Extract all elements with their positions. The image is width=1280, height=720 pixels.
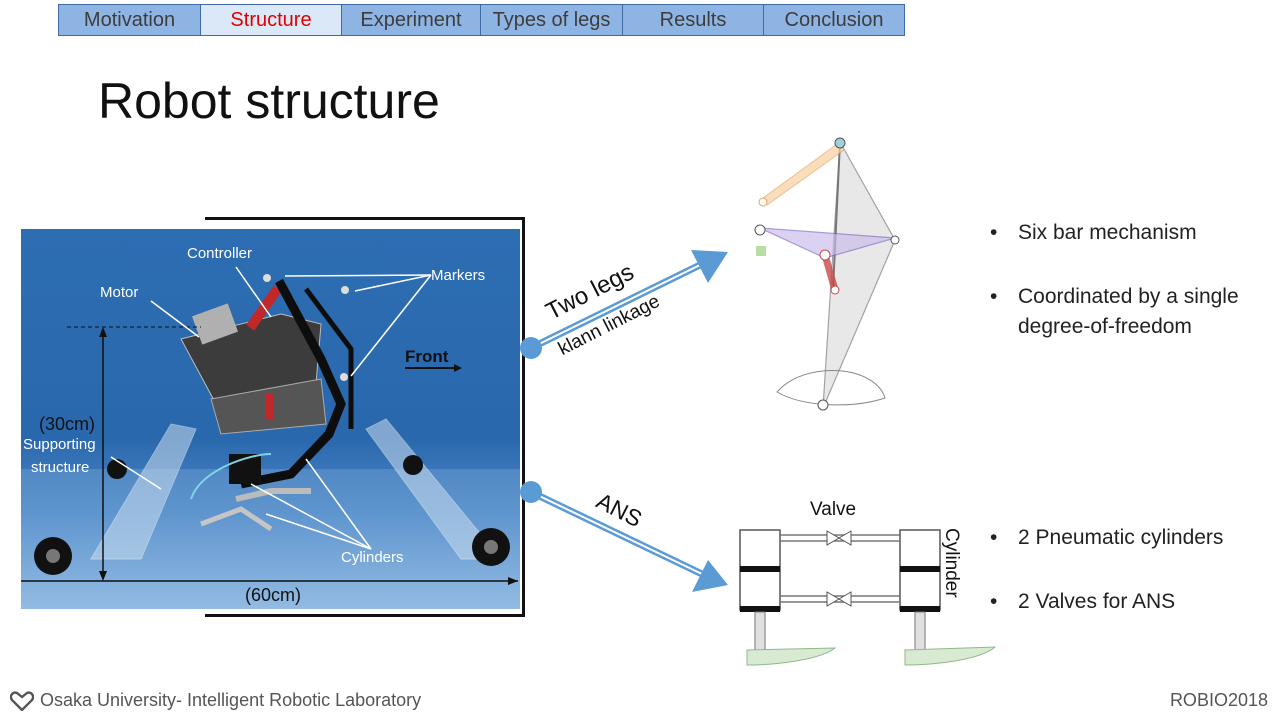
footer-organization: Osaka University- Intelligent Robotic La… [10,690,421,711]
tab-conclusion[interactable]: Conclusion [764,5,904,35]
bullet-item: 2 Pneumatic cylinders [988,523,1278,553]
top-navigation: Motivation Structure Experiment Types of… [58,4,905,36]
klann-linkage-diagram [754,137,900,411]
tab-types-of-legs[interactable]: Types of legs [481,5,623,35]
robot-photo: Controller Markers Motor Front (30cm) Su… [21,229,520,609]
pneumatic-diagram [739,529,997,666]
tab-structure[interactable]: Structure [201,5,342,35]
label-width: (60cm) [245,585,302,605]
robot-illustration [21,266,520,609]
label-valve: Valve [810,499,857,520]
bullet-item: 2 Valves for ANS [988,587,1278,617]
bullets-ans: 2 Pneumatic cylinders 2 Valves for ANS [988,523,1278,617]
label-controller: Controller [187,245,253,262]
bullets-linkage: Six bar mechanism Coordinated by a singl… [988,218,1278,342]
label-cylinders: Cylinders [341,549,404,566]
bullet-item: Coordinated by a single degree-of-freedo… [988,282,1278,342]
photo-frame [205,217,525,617]
bullet-item: Six bar mechanism [988,218,1278,248]
footer-org-text: Osaka University- Intelligent Robotic La… [40,690,422,710]
label-front: Front [405,347,449,366]
page-title: Robot structure [98,73,440,129]
label-markers: Markers [431,267,486,284]
tab-motivation[interactable]: Motivation [59,5,201,35]
label-structure: structure [31,459,90,476]
label-supporting: Supporting [23,436,96,453]
tab-experiment[interactable]: Experiment [342,5,481,35]
university-logo-icon [10,690,34,711]
tab-results[interactable]: Results [623,5,764,35]
footer-conference: ROBIO2018 [1169,690,1268,710]
label-motor: Motor [100,284,139,301]
label-cylinder: Cylinder [941,528,962,598]
label-height: (30cm) [39,414,96,434]
